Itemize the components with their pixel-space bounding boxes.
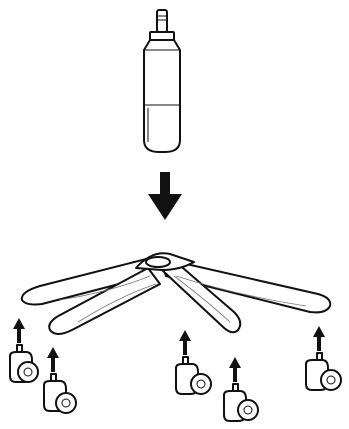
up-arrow-icon [179, 330, 191, 355]
star-base [20, 252, 332, 335]
up-arrow-icon [13, 318, 25, 343]
caster-1 [9, 318, 39, 383]
caster-3 [175, 330, 212, 395]
caster-4 [223, 357, 259, 422]
up-arrow-icon [313, 326, 325, 351]
up-arrow-icon [229, 357, 241, 382]
up-arrow-icon [47, 347, 59, 372]
gas-lift-cylinder [143, 9, 181, 153]
caster-2 [43, 347, 77, 414]
caster-5 [305, 326, 342, 391]
down-arrow-icon [148, 172, 182, 220]
